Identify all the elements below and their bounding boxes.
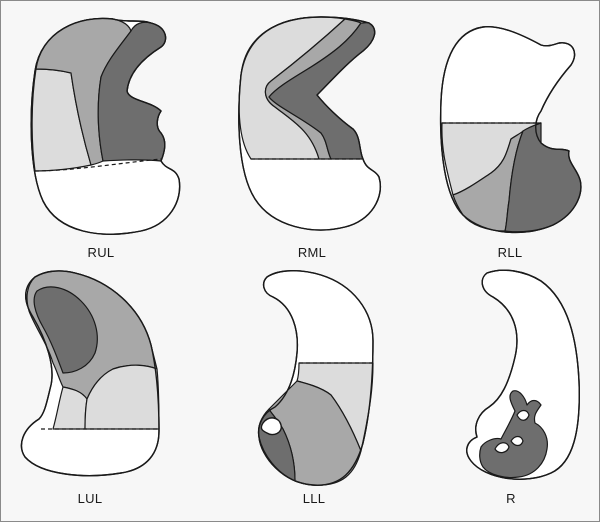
rul-lower-outline-redraw	[30, 17, 181, 235]
r-dark-segment-region	[479, 390, 548, 479]
panel-r	[466, 269, 580, 480]
label-rml: RML	[297, 245, 327, 260]
panel-rll	[439, 26, 582, 234]
label-r: R	[506, 491, 516, 506]
label-lul: LUL	[77, 491, 103, 506]
label-lll: LLL	[302, 491, 326, 506]
lll-hilum-notch	[260, 417, 282, 436]
r-inner-notch-2	[494, 442, 510, 454]
lul-outline-redraw	[20, 270, 160, 477]
r-inner-notch-3	[510, 435, 524, 447]
r-outline-redraw	[466, 269, 580, 480]
r-inner-notch-1	[516, 409, 530, 421]
label-rul: RUL	[87, 245, 115, 260]
rll-outline-redraw	[439, 26, 582, 234]
rul-dashed-divider	[34, 158, 162, 172]
rml-outline-redraw	[238, 16, 381, 231]
panel-rul	[30, 17, 181, 235]
panel-rml	[238, 16, 381, 231]
lul-light-right-region	[84, 364, 160, 430]
lll-outline-redraw	[257, 270, 374, 486]
panel-lul	[20, 270, 160, 477]
label-rll: RLL	[497, 245, 523, 260]
lul-dark-region	[33, 286, 98, 374]
panel-lll	[257, 270, 374, 486]
